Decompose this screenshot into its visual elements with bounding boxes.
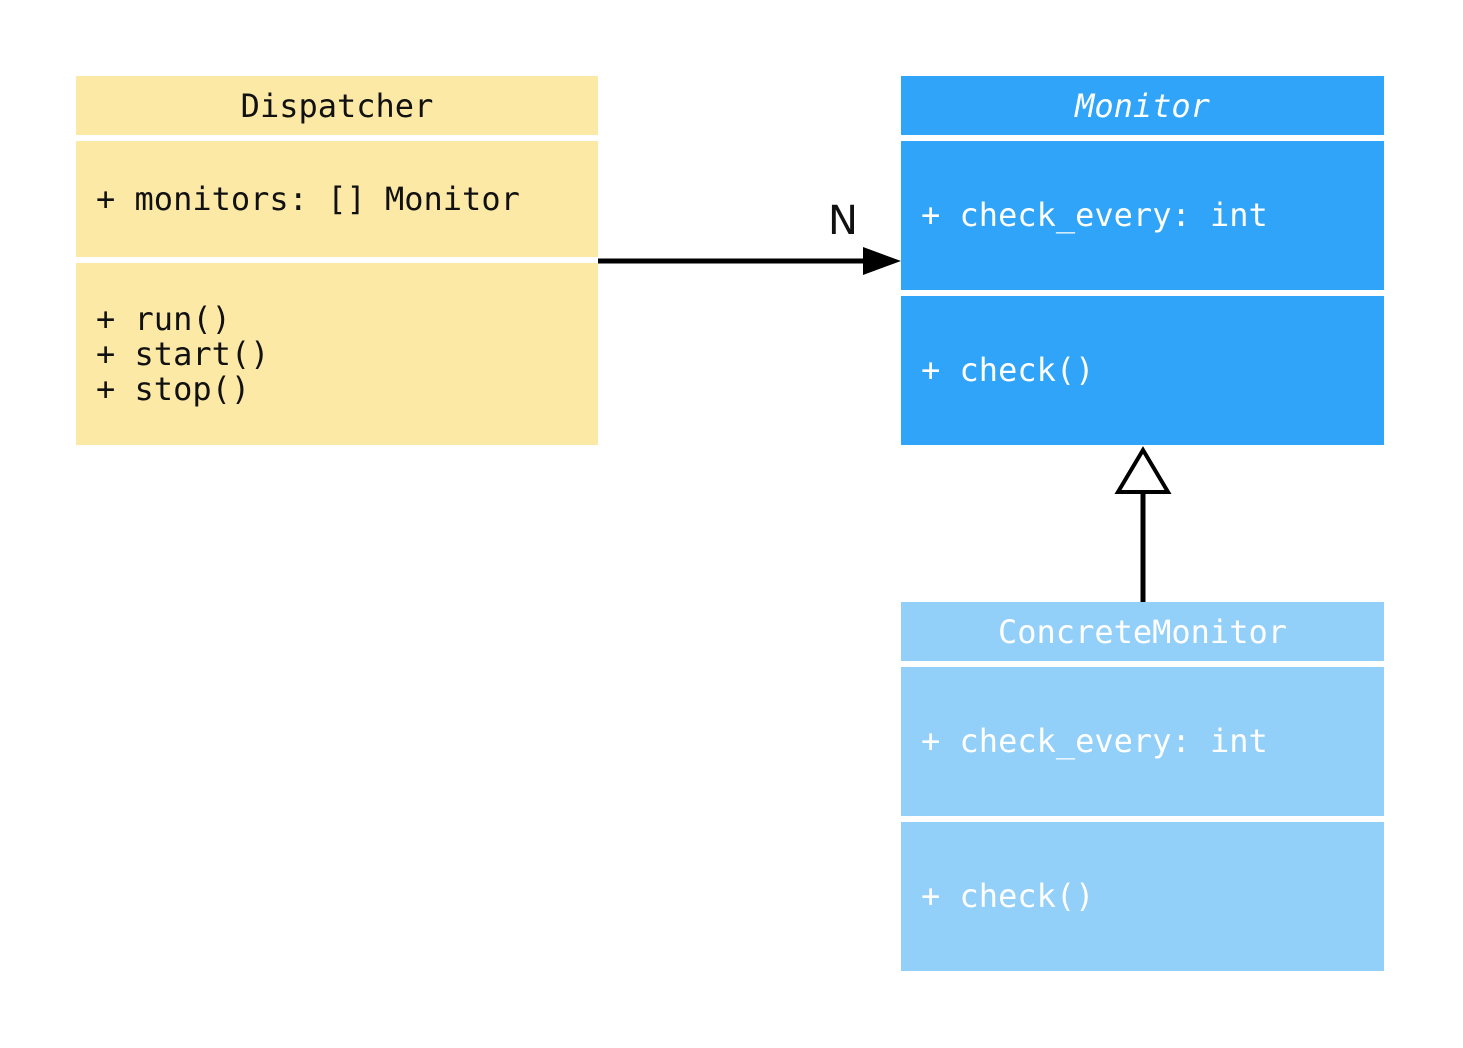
class-attributes-dispatcher: + monitors: [] Monitor (76, 141, 598, 257)
method: + stop() (96, 369, 251, 408)
class-methods-monitor: + check() (901, 296, 1384, 445)
class-methods-concretemonitor: + check() (901, 822, 1384, 971)
class-attributes-monitor: + check_every: int (901, 141, 1384, 290)
class-box-monitor: Monitor + check_every: int + check() (901, 76, 1384, 445)
association-multiplicity-label: N (828, 198, 858, 244)
class-title-monitor: Monitor (901, 76, 1384, 135)
attribute: + monitors: [] Monitor (96, 179, 520, 218)
inheritance-arrow-concretemonitor-to-monitor (1114, 446, 1172, 602)
class-box-concretemonitor: ConcreteMonitor + check_every: int + che… (901, 602, 1384, 971)
method: + run() (96, 299, 231, 338)
class-attributes-concretemonitor: + check_every: int (901, 667, 1384, 816)
association-arrow-dispatcher-to-monitor (598, 247, 901, 275)
method: + start() (96, 334, 270, 373)
attribute: + check_every: int (921, 722, 1268, 760)
class-title-concretemonitor: ConcreteMonitor (901, 602, 1384, 661)
class-title-dispatcher: Dispatcher (76, 76, 598, 135)
attribute: + check_every: int (921, 196, 1268, 234)
class-box-dispatcher: Dispatcher + monitors: [] Monitor + run(… (76, 76, 598, 445)
class-methods-dispatcher: + run() + start() + stop() (76, 263, 598, 445)
method: + check() (921, 351, 1095, 389)
method: + check() (921, 877, 1095, 915)
